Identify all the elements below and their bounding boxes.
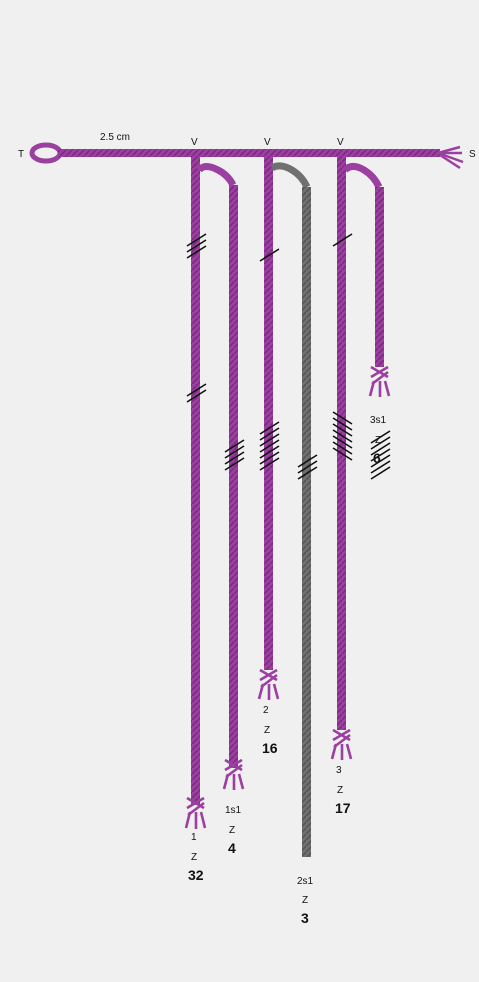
long-knot-end xyxy=(368,365,391,397)
pendant-cord-body xyxy=(337,157,346,730)
subsidiary-attachment xyxy=(196,163,237,187)
pendant-cord-1: 1 Z 32 xyxy=(184,157,207,883)
pendant-label: 2 xyxy=(263,705,269,716)
knot-cluster-units xyxy=(370,430,391,480)
long-knot-end xyxy=(222,758,245,790)
pendant-cord-body xyxy=(264,157,273,670)
knot-cluster-units xyxy=(224,439,245,471)
attachment-mark: V xyxy=(264,137,271,148)
pendant-label: 3s1 xyxy=(370,415,387,426)
pendant-value: 3 xyxy=(301,910,309,926)
attachment-mark: V xyxy=(337,137,344,148)
long-knot-end xyxy=(330,728,353,760)
pendant-value: 17 xyxy=(335,800,351,816)
knot-cluster-units xyxy=(332,411,353,461)
pendant-cord-body xyxy=(375,187,384,367)
knot-cluster-tens xyxy=(259,248,280,262)
long-knot-end xyxy=(257,668,280,700)
pendant-twist: Z xyxy=(375,435,381,446)
top-cord: T S 2.5 cm xyxy=(18,132,476,170)
pendant-cord-body xyxy=(302,187,311,857)
pendant-twist: Z xyxy=(229,825,235,836)
pendant-label: 1 xyxy=(191,832,197,843)
subsidiary-attachment xyxy=(342,163,383,189)
pendant-value: 16 xyxy=(262,740,278,756)
attachment-marks: V V V xyxy=(191,137,344,148)
knot-cluster-units xyxy=(259,421,280,471)
pendant-cord-2s1: 2s1 Z 3 xyxy=(270,162,318,926)
pendant-cord-2: 2 Z 16 xyxy=(257,157,280,756)
pendant-label: 1s1 xyxy=(225,805,242,816)
top-cord-tassel xyxy=(437,145,464,170)
knot-cluster-units xyxy=(297,454,318,480)
top-cord-end-label: S xyxy=(469,149,476,160)
top-cord-start-label: T xyxy=(18,149,24,160)
top-cord-loop xyxy=(29,142,63,164)
attachment-mark: V xyxy=(191,137,198,148)
pendant-value: 32 xyxy=(188,867,204,883)
pendant-value: 4 xyxy=(228,840,236,856)
knot-cluster-units xyxy=(186,383,207,403)
long-knot-end xyxy=(184,796,207,829)
top-cord-body xyxy=(58,149,440,157)
pendant-label: 2s1 xyxy=(297,876,314,887)
knot-cluster-tens xyxy=(332,233,353,247)
knot-cluster-tens xyxy=(186,233,207,259)
pendant-twist: Z xyxy=(191,852,197,863)
pendant-twist: Z xyxy=(302,895,308,906)
scale-label: 2.5 cm xyxy=(100,132,130,143)
subsidiary-attachment xyxy=(270,162,311,189)
pendant-twist: Z xyxy=(337,785,343,796)
pendant-cord-3s1: 3s1 Z 6 xyxy=(342,163,391,480)
pendant-cord-body xyxy=(229,185,238,768)
pendant-cord-body xyxy=(191,157,200,805)
pendant-twist: Z xyxy=(264,725,270,736)
pendant-cord-1s1: 1s1 Z 4 xyxy=(196,163,245,856)
pendant-label: 3 xyxy=(336,765,342,776)
pendant-cord-3: 3 Z 17 xyxy=(330,157,353,816)
